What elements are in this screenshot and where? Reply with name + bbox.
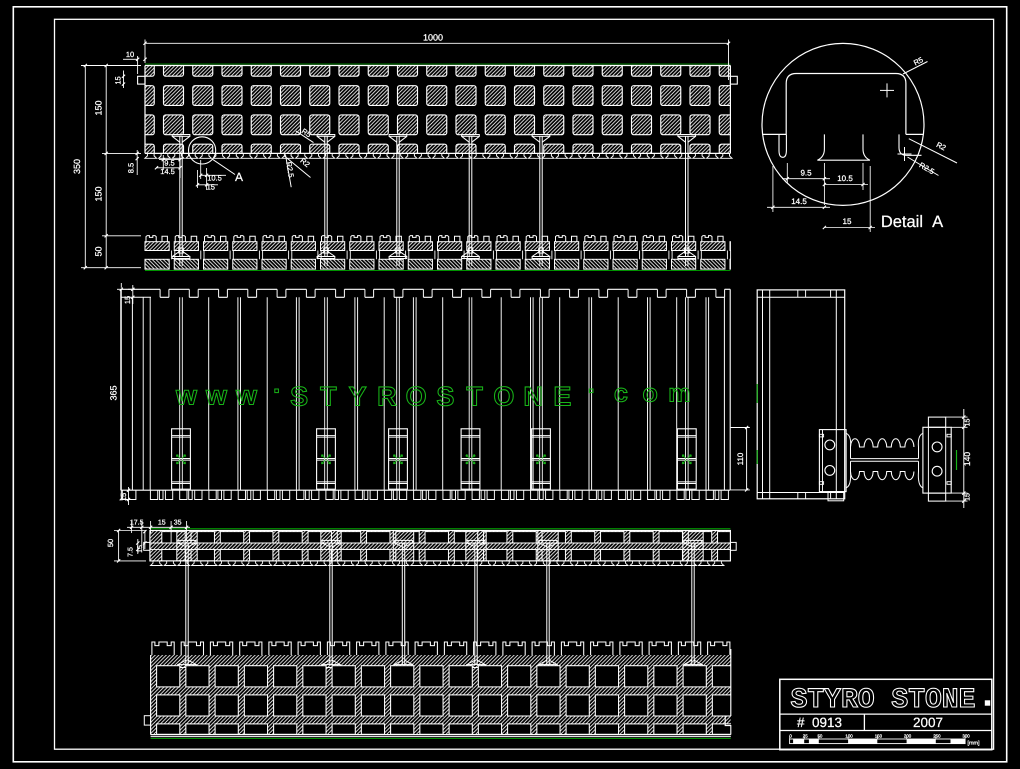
svg-text:15: 15 [965,419,972,427]
svg-text:50: 50 [106,539,115,547]
svg-text:15: 15 [158,519,166,526]
svg-text:O: O [406,382,427,412]
svg-text:15: 15 [207,182,215,191]
svg-text:R5: R5 [300,127,313,140]
svg-text:365: 365 [108,385,118,400]
svg-text:STYRO STONE: STYRO STONE [791,685,976,716]
svg-text:m: m [668,380,690,408]
svg-text:50: 50 [94,246,104,256]
svg-text:0: 0 [789,734,792,739]
svg-text:15: 15 [114,76,123,84]
svg-text:N: N [523,382,543,412]
svg-text:w: w [235,381,258,411]
svg-text:110: 110 [736,452,745,465]
svg-text:S: S [436,382,454,412]
svg-text:7.5: 7.5 [127,547,134,557]
svg-text:O: O [493,382,514,412]
svg-text:50: 50 [817,734,822,739]
svg-text:9.5: 9.5 [800,168,812,177]
svg-text:15: 15 [843,217,852,226]
svg-text:R2: R2 [935,140,948,152]
svg-text:w: w [205,381,228,411]
svg-text:200: 200 [904,734,912,739]
svg-text:# 0913: # 0913 [797,715,842,730]
svg-text:T: T [320,382,337,412]
svg-text:Detail A: Detail A [881,213,943,231]
svg-text:8.5: 8.5 [127,163,136,173]
svg-text:2007: 2007 [913,715,943,730]
svg-text:E: E [553,382,571,412]
svg-text:T: T [466,382,483,412]
svg-text:15: 15 [123,296,132,304]
svg-text:150: 150 [875,734,883,739]
svg-text:A: A [235,170,243,184]
svg-text:15: 15 [119,493,128,501]
svg-text:250: 250 [933,734,941,739]
svg-text:150: 150 [94,186,104,201]
svg-text:15: 15 [965,493,972,501]
svg-text:R5: R5 [912,55,925,67]
svg-text:25: 25 [803,734,808,739]
svg-text:300: 300 [962,734,970,739]
svg-text:[mm]: [mm] [968,741,980,747]
svg-text:S: S [290,382,308,412]
svg-text:R: R [377,382,397,412]
svg-text:14.5: 14.5 [160,167,175,176]
svg-text:35: 35 [174,519,182,526]
svg-text:10: 10 [126,50,134,59]
svg-text:150: 150 [94,100,104,115]
svg-text:c: c [614,380,628,408]
svg-text:o: o [642,380,657,408]
svg-text:w: w [175,381,198,411]
svg-text:14.5: 14.5 [791,197,807,206]
svg-text:10.5: 10.5 [837,174,853,183]
svg-text:350: 350 [72,159,82,174]
svg-text:100: 100 [845,734,853,739]
svg-text:15: 15 [137,545,144,553]
svg-text:R2.5: R2.5 [284,161,296,178]
svg-text:Y: Y [349,382,367,412]
svg-text:140: 140 [962,452,972,466]
svg-text:1000: 1000 [423,33,443,43]
svg-text:9.5: 9.5 [164,159,174,168]
svg-text:17.5: 17.5 [130,519,144,526]
svg-text:10.5: 10.5 [207,173,222,182]
